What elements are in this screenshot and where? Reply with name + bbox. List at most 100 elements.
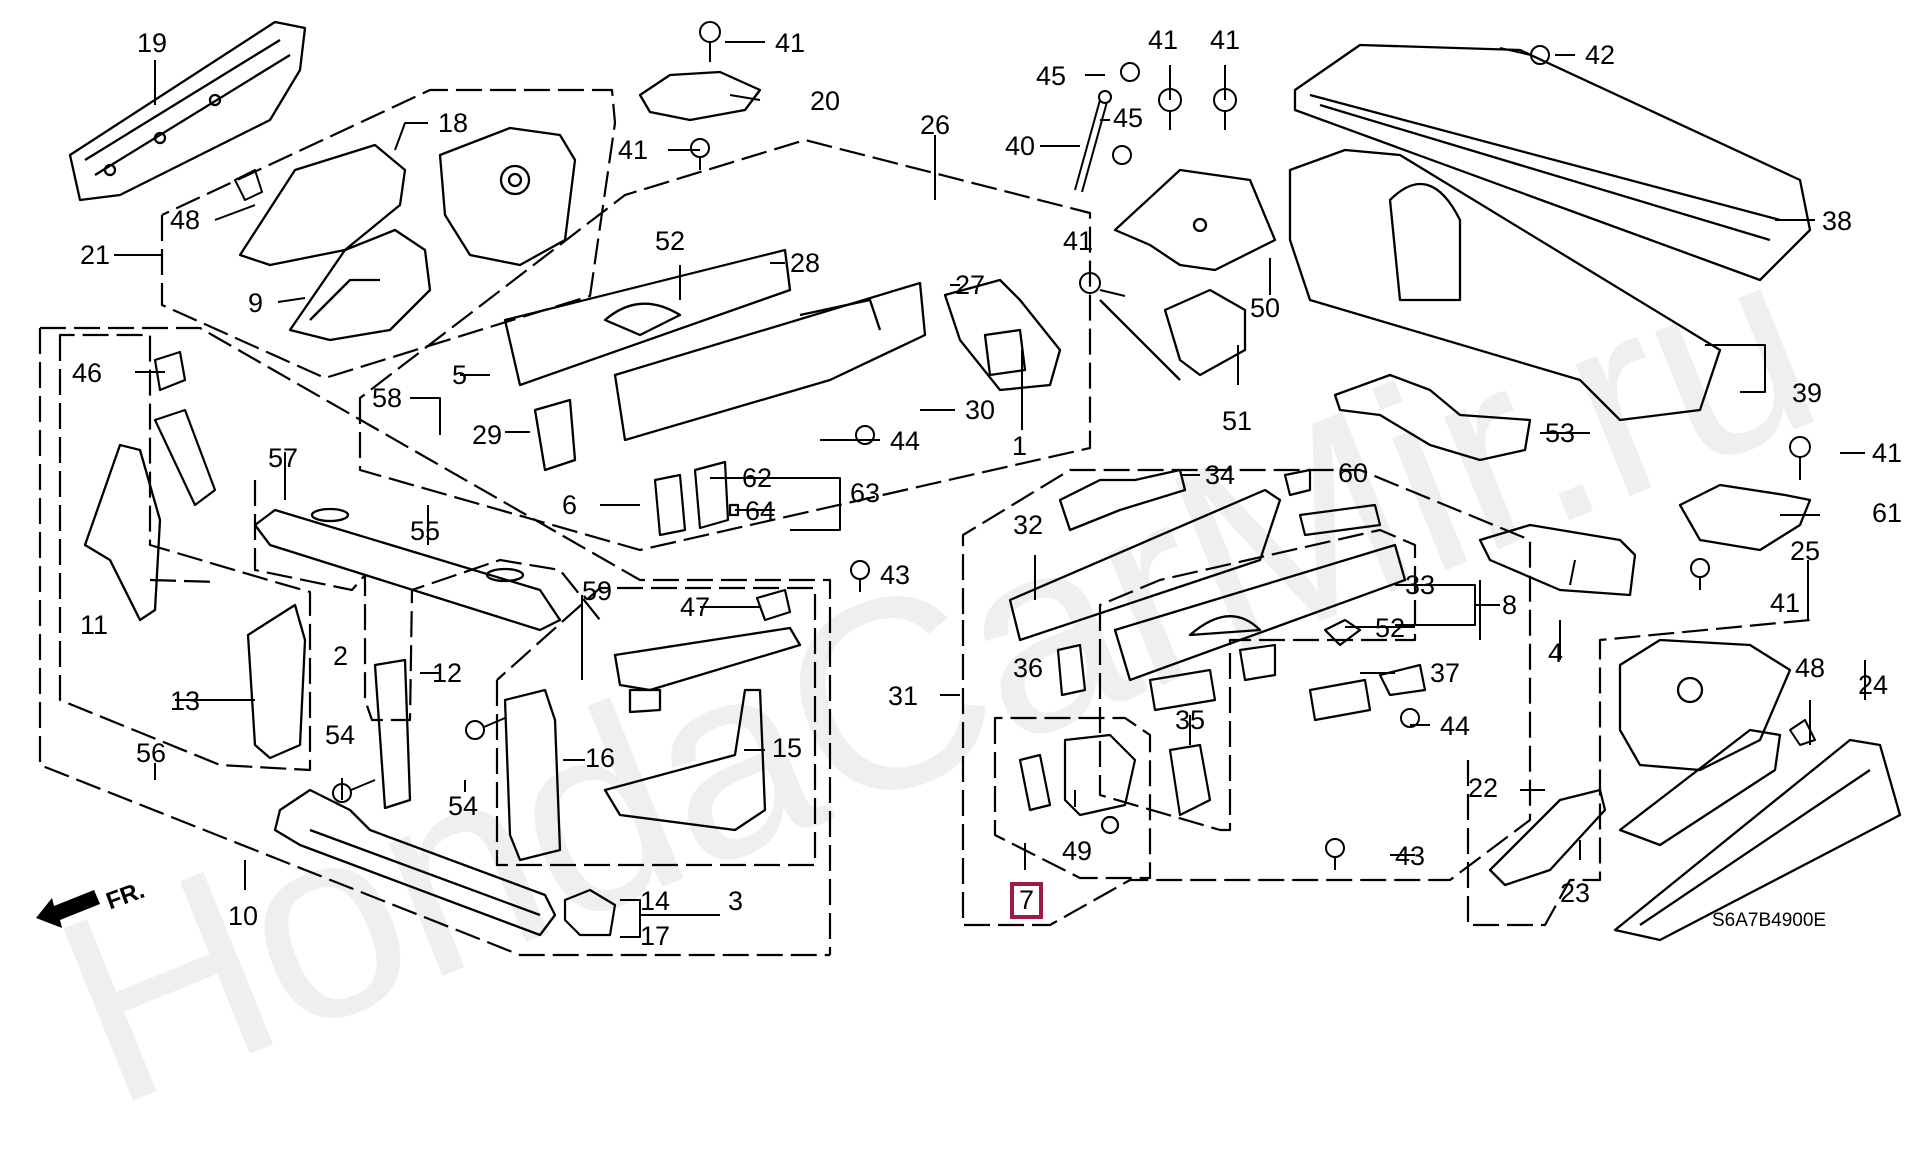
part-27-frame [613, 281, 927, 442]
callout-53[interactable]: 53 [1545, 418, 1576, 448]
callout-23[interactable]: 23 [1560, 878, 1591, 908]
callout-54[interactable]: 54 [448, 791, 479, 821]
callout-18[interactable]: 18 [438, 108, 469, 138]
callout-14[interactable]: 14 [640, 886, 671, 916]
callout-40[interactable]: 40 [1005, 131, 1036, 161]
group-outline-31 [961, 468, 1532, 927]
callout-8[interactable]: 8 [1502, 590, 1518, 620]
callout-33[interactable]: 33 [1405, 570, 1436, 600]
callout-62[interactable]: 62 [742, 463, 773, 493]
callout-24[interactable]: 24 [1858, 670, 1889, 700]
callout-58[interactable]: 58 [372, 383, 403, 413]
callout-1[interactable]: 1 [1012, 431, 1028, 461]
callout-17[interactable]: 17 [640, 921, 671, 951]
callout-39[interactable]: 39 [1792, 378, 1823, 408]
callout-41[interactable]: 41 [1063, 226, 1094, 256]
callout-41[interactable]: 41 [1148, 25, 1179, 55]
group-outline-56 [58, 333, 312, 772]
callout-20[interactable]: 20 [810, 86, 841, 116]
callout-12[interactable]: 12 [432, 658, 463, 688]
part-14-17 [563, 888, 617, 937]
fastener-43-44 [850, 425, 1420, 870]
callout-15[interactable]: 15 [772, 733, 803, 763]
callout-28[interactable]: 28 [790, 248, 821, 278]
callout-13[interactable]: 13 [170, 686, 201, 716]
callout-44[interactable]: 44 [890, 426, 921, 456]
part-51 [1099, 288, 1247, 381]
part-16 [503, 688, 562, 862]
callout-29[interactable]: 29 [472, 420, 503, 450]
callout-42[interactable]: 42 [1585, 40, 1616, 70]
leader-lines [114, 41, 1866, 938]
callout-25[interactable]: 25 [1790, 536, 1821, 566]
part-34 [1058, 468, 1187, 532]
callout-34[interactable]: 34 [1205, 460, 1236, 490]
callout-43[interactable]: 43 [1395, 841, 1426, 871]
fastener-54 [332, 717, 506, 803]
callout-54[interactable]: 54 [325, 720, 356, 750]
callout-45[interactable]: 45 [1036, 61, 1067, 91]
part-33-frame [1113, 543, 1407, 682]
group-outline-10 [38, 326, 832, 957]
callout-41[interactable]: 41 [1210, 25, 1241, 55]
callout-5[interactable]: 5 [452, 360, 468, 390]
front-direction-indicator: FR. [34, 870, 164, 945]
part-55-crossmember [253, 507, 562, 632]
callout-35[interactable]: 35 [1175, 705, 1206, 735]
callout-49[interactable]: 49 [1062, 836, 1093, 866]
part-22 [1488, 788, 1607, 887]
parts-diagram: HondaCarMir.ru [21, 20, 1903, 1163]
callout-47[interactable]: 47 [680, 592, 711, 622]
callout-41[interactable]: 41 [775, 28, 806, 58]
part-18 [238, 143, 407, 267]
callout-3[interactable]: 3 [728, 886, 744, 916]
callout-46[interactable]: 46 [72, 358, 103, 388]
callout-31[interactable]: 31 [888, 681, 919, 711]
callout-6[interactable]: 6 [562, 490, 578, 520]
part-39-bulkhead [1288, 148, 1722, 422]
callout-55[interactable]: 55 [410, 516, 441, 546]
callout-43[interactable]: 43 [880, 560, 911, 590]
part-24-rail [1613, 738, 1902, 942]
callout-45[interactable]: 45 [1113, 103, 1144, 133]
callout-52[interactable]: 52 [1375, 613, 1406, 643]
part-12 [373, 658, 412, 810]
callout-38[interactable]: 38 [1822, 206, 1853, 236]
callout-41[interactable]: 41 [1770, 588, 1801, 618]
callout-26[interactable]: 26 [920, 110, 951, 140]
callout-64[interactable]: 64 [745, 496, 776, 526]
callout-44[interactable]: 44 [1440, 711, 1471, 741]
callout-19[interactable]: 19 [137, 28, 168, 58]
callout-63[interactable]: 63 [850, 478, 881, 508]
callout-56[interactable]: 56 [136, 738, 167, 768]
group-outline-21 [160, 88, 617, 380]
callout-48[interactable]: 48 [170, 205, 201, 235]
callout-36[interactable]: 36 [1013, 653, 1044, 683]
callout-37[interactable]: 37 [1430, 658, 1461, 688]
callout-57[interactable]: 57 [268, 443, 299, 473]
callout-60[interactable]: 60 [1338, 458, 1369, 488]
callout-7-selected[interactable]: 7 [1010, 882, 1044, 919]
part-38-dash [1293, 43, 1812, 282]
callout-4[interactable]: 4 [1548, 638, 1564, 668]
callout-16[interactable]: 16 [585, 743, 616, 773]
callout-2[interactable]: 2 [333, 641, 349, 671]
callout-41[interactable]: 41 [618, 135, 649, 165]
callout-41[interactable]: 41 [1872, 438, 1903, 468]
callout-51[interactable]: 51 [1222, 406, 1253, 436]
callout-9[interactable]: 9 [248, 288, 264, 318]
callout-10[interactable]: 10 [228, 901, 259, 931]
callout-50[interactable]: 50 [1250, 293, 1281, 323]
callout-32[interactable]: 32 [1013, 510, 1044, 540]
callout-21[interactable]: 21 [80, 240, 111, 270]
callout-11[interactable]: 11 [80, 610, 109, 640]
part-35 [1168, 743, 1212, 817]
callout-30[interactable]: 30 [965, 395, 996, 425]
callout-27[interactable]: 27 [955, 270, 986, 300]
part-13 [246, 603, 307, 760]
callout-59[interactable]: 59 [582, 576, 613, 606]
callout-52[interactable]: 52 [655, 226, 686, 256]
callout-22[interactable]: 22 [1468, 773, 1499, 803]
callout-48[interactable]: 48 [1795, 653, 1826, 683]
callout-61[interactable]: 61 [1872, 498, 1903, 528]
